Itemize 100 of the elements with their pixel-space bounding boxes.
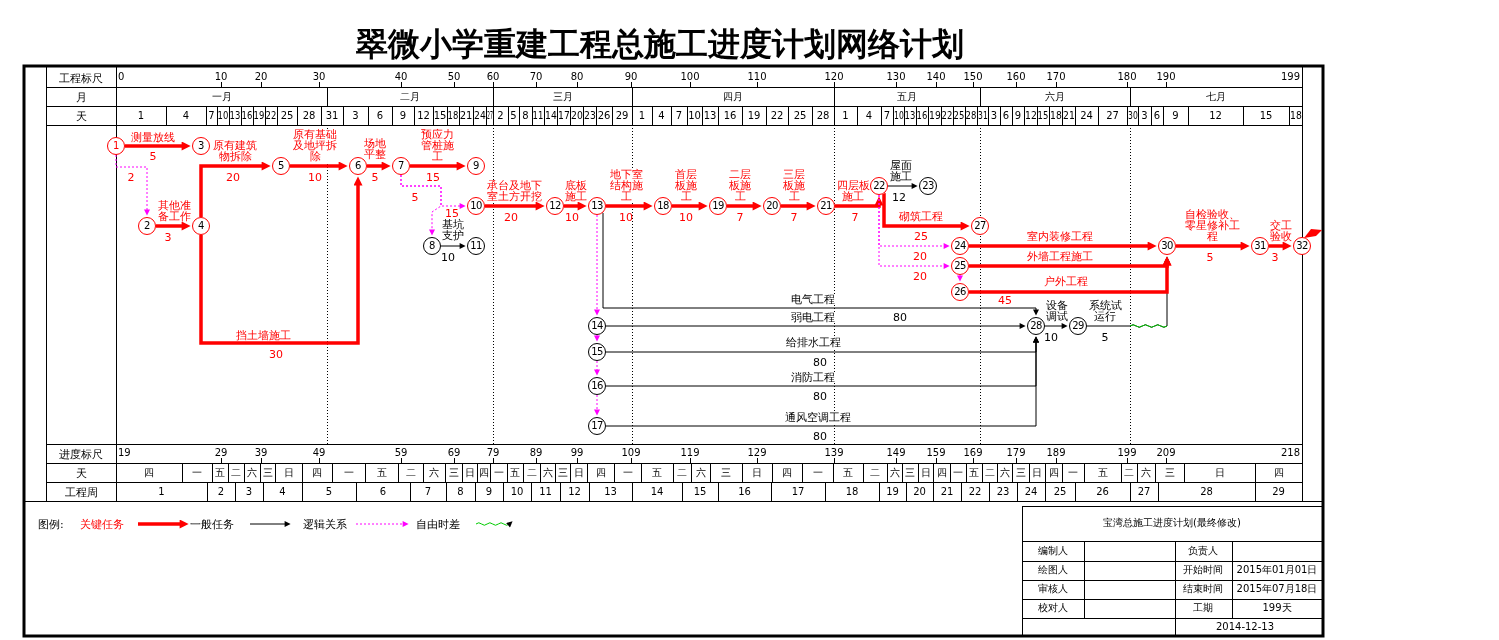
week-number: 29 bbox=[1272, 486, 1285, 497]
duration-label: 7 bbox=[736, 211, 744, 223]
weekday-label: 四 bbox=[1048, 467, 1059, 478]
week-number: 25 bbox=[1053, 486, 1067, 497]
task-label: 底板施工 bbox=[564, 180, 588, 202]
scale-number: 150 bbox=[963, 72, 983, 82]
title-block-text: 审核人 bbox=[1038, 584, 1068, 594]
task-label: 通风空调工程 bbox=[785, 412, 851, 423]
scale-number: 180 bbox=[1117, 72, 1137, 82]
weekday-label: 四 bbox=[1273, 467, 1284, 478]
week-number: 11 bbox=[539, 486, 552, 497]
day-label: 19 bbox=[928, 110, 941, 121]
weekday-label: 二 bbox=[231, 467, 241, 478]
scale-number: 39 bbox=[254, 448, 268, 458]
day-label: 10 bbox=[217, 110, 229, 121]
week-number: 6 bbox=[379, 486, 387, 497]
title-block-text: 工期 bbox=[1193, 603, 1213, 613]
weekday-label: 五 bbox=[1097, 467, 1108, 478]
dotted-arrow bbox=[115, 154, 150, 216]
scale-number: 70 bbox=[529, 72, 543, 82]
arrow bbox=[156, 221, 191, 231]
arrow bbox=[887, 183, 918, 189]
task-label: 首层板施工 bbox=[674, 169, 698, 202]
duration-label: 20 bbox=[913, 270, 927, 282]
week-number: 3 bbox=[245, 486, 253, 497]
title-block-text: 结束时间 bbox=[1183, 584, 1223, 594]
weekday-label: 二 bbox=[1124, 467, 1134, 478]
row-header: 工程标尺 bbox=[59, 72, 103, 83]
day-label: 7 bbox=[208, 110, 215, 121]
day-label: 7 bbox=[675, 110, 683, 121]
day-label: 28 bbox=[965, 110, 977, 121]
legend-label: 自由时差 bbox=[416, 518, 460, 530]
weekday-label: 日 bbox=[1214, 467, 1225, 478]
dotted-arrow bbox=[957, 274, 963, 282]
title-block-text: 2014-12-13 bbox=[1215, 622, 1275, 632]
weekday-label: 日 bbox=[920, 467, 931, 478]
day-label: 27 bbox=[1106, 110, 1119, 121]
scale-number: 209 bbox=[1156, 448, 1176, 458]
weekday-label: 六 bbox=[999, 467, 1010, 478]
day-label: 15 bbox=[433, 110, 447, 121]
day-label: 12 bbox=[417, 110, 430, 121]
day-label: 28 bbox=[816, 110, 830, 121]
duration-label: 5 bbox=[411, 191, 419, 203]
weekday-label: 日 bbox=[283, 467, 294, 478]
task-label: 电气工程 bbox=[791, 294, 835, 305]
day-label: 31 bbox=[977, 110, 988, 121]
event-circle: 26 bbox=[951, 283, 969, 301]
duration-label: 20 bbox=[504, 211, 518, 223]
event-circle: 3 bbox=[192, 137, 210, 155]
dotted-arrow bbox=[878, 194, 950, 269]
title-block-text: 开始时间 bbox=[1183, 565, 1223, 575]
arrow bbox=[1176, 241, 1250, 251]
day-label: 5 bbox=[510, 110, 517, 121]
day-label: 25 bbox=[953, 110, 965, 121]
week-number: 14 bbox=[650, 486, 664, 497]
scale-number: 139 bbox=[824, 448, 844, 458]
day-label: 22 bbox=[770, 110, 784, 121]
weekday-label: 四 bbox=[144, 467, 154, 478]
weekday-label: 日 bbox=[573, 467, 584, 478]
task-label: 原有建筑物拆除 bbox=[212, 140, 258, 162]
arrow bbox=[781, 201, 816, 211]
scale-number: 19 bbox=[118, 448, 131, 458]
arrow bbox=[602, 212, 1039, 316]
day-label: 19 bbox=[253, 110, 265, 121]
week-number: 19 bbox=[886, 486, 899, 497]
day-label: 15 bbox=[1037, 110, 1049, 121]
title-block-text: 199天 bbox=[1262, 603, 1292, 613]
task-label: 屋面施工 bbox=[889, 160, 913, 182]
weekday-label: 六 bbox=[429, 467, 439, 478]
duration-label: 7 bbox=[851, 211, 859, 223]
day-label: 1 bbox=[137, 110, 145, 121]
day-label: 7 bbox=[883, 110, 891, 121]
scale-number: 10 bbox=[214, 72, 228, 82]
scale-number: 189 bbox=[1046, 448, 1066, 458]
day-label: 16 bbox=[916, 110, 928, 121]
task-label: 四层板施工 bbox=[835, 180, 871, 202]
arrow bbox=[969, 241, 1157, 251]
task-label: 户外工程 bbox=[1044, 276, 1088, 287]
day-label: 12 bbox=[1209, 110, 1222, 121]
weekday-label: 一 bbox=[953, 467, 963, 478]
task-label: 给排水工程 bbox=[785, 337, 841, 348]
weekday-label: 五 bbox=[510, 467, 520, 478]
weekday-label: 五 bbox=[215, 467, 225, 478]
duration-label: 5 bbox=[1101, 331, 1109, 343]
task-label: 基坑支护 bbox=[441, 219, 465, 241]
day-label: 25 bbox=[793, 110, 807, 121]
duration-label: 20 bbox=[226, 171, 240, 183]
scale-number: 140 bbox=[926, 72, 946, 82]
arrow bbox=[290, 161, 348, 171]
duration-label: 10 bbox=[679, 211, 693, 223]
scale-number: 80 bbox=[570, 72, 584, 82]
day-label: 2 bbox=[497, 110, 504, 121]
scale-number: 90 bbox=[624, 72, 638, 82]
event-circle: 13 bbox=[588, 197, 606, 215]
legend-label: 一般任务 bbox=[190, 518, 234, 530]
day-label: 14 bbox=[544, 110, 557, 121]
weekday-label: 三 bbox=[262, 467, 273, 478]
day-label: 8 bbox=[522, 110, 529, 121]
event-circle: 12 bbox=[546, 197, 564, 215]
duration-label: 3 bbox=[1271, 251, 1279, 263]
